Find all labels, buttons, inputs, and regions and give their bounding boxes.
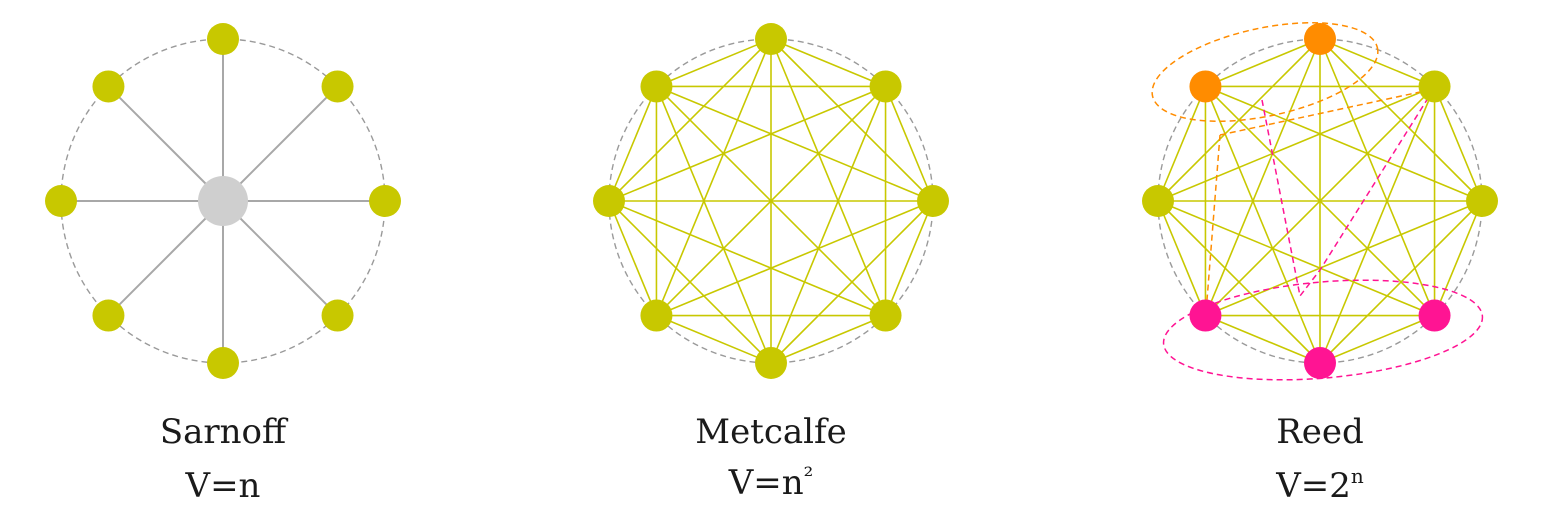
- network-node: [1142, 185, 1174, 217]
- pairwise-edge: [1157, 85, 1435, 202]
- pairwise-edge: [1204, 86, 1321, 364]
- metcalfe-network: [593, 23, 949, 379]
- sarnoff-caption: Sarnoff V=n: [73, 410, 373, 508]
- pairwise-edge: [1319, 38, 1435, 88]
- pairwise-edge: [656, 314, 772, 364]
- pairwise-edge: [770, 86, 887, 364]
- pairwise-edge: [1157, 200, 1207, 316]
- pairwise-edge: [1205, 38, 1321, 88]
- reed-caption: Reed V=2n: [1170, 410, 1470, 508]
- pairwise-edge: [1433, 200, 1483, 316]
- pairwise-edge: [1157, 86, 1207, 202]
- pairwise-edge: [1204, 38, 1321, 316]
- network-node: [92, 70, 125, 103]
- network-node: [869, 299, 902, 332]
- metcalfe-formula-base: V=n: [728, 463, 804, 503]
- sarnoff-title: Sarnoff: [159, 412, 287, 452]
- network-node: [207, 23, 239, 55]
- reed-formula-base: V=2: [1276, 466, 1351, 506]
- pairwise-edge: [608, 85, 886, 202]
- sarnoff-network: [45, 23, 401, 379]
- pairwise-edge: [655, 38, 772, 316]
- pairwise-edge: [1204, 85, 1436, 317]
- network-node: [869, 70, 902, 103]
- spoke-edge: [107, 85, 224, 202]
- network-node: [640, 70, 673, 103]
- sarnoff-formula: V=n: [73, 454, 373, 508]
- pairwise-edge: [770, 38, 887, 316]
- metcalfe-formula: V=n²: [621, 454, 921, 505]
- pairwise-edge: [1157, 200, 1321, 364]
- pairwise-edge: [656, 200, 934, 317]
- pairwise-edge: [656, 38, 772, 88]
- orange-group-link: [1206, 91, 1421, 301]
- pink-group-node: [1304, 347, 1336, 379]
- pink-group-outline: [1162, 279, 1484, 381]
- pairwise-edge: [608, 86, 658, 202]
- pairwise-edge: [884, 86, 934, 202]
- reed-formula: V=2n: [1170, 454, 1470, 508]
- network-node: [593, 185, 625, 217]
- pairwise-edge: [608, 200, 886, 317]
- network-node: [321, 70, 354, 103]
- network-node: [92, 299, 125, 332]
- network-node: [321, 299, 354, 332]
- reed-formula-exp: n: [1350, 464, 1364, 488]
- network-node: [917, 185, 949, 217]
- reed-network: [1142, 22, 1498, 381]
- orange-group-node: [1189, 70, 1222, 103]
- broadcast-hub: [198, 176, 248, 226]
- pairwise-edge: [655, 85, 887, 317]
- orange-group-outline: [1151, 22, 1379, 122]
- pairwise-edge: [655, 86, 772, 364]
- pairwise-edge: [884, 200, 934, 316]
- pairwise-edge: [770, 314, 886, 364]
- sarnoff-formula-base: V=n: [185, 466, 261, 506]
- pairwise-edge: [608, 200, 658, 316]
- pink-group-node: [1418, 299, 1451, 332]
- network-node: [207, 347, 239, 379]
- network-node: [640, 299, 673, 332]
- spoke-edge: [107, 200, 224, 317]
- metcalfe-caption: Metcalfe V=n²: [621, 410, 921, 505]
- pairwise-edge: [1433, 86, 1483, 202]
- metcalfe-formula-exp: ²: [803, 462, 814, 490]
- network-node: [755, 23, 787, 55]
- network-node: [369, 185, 401, 217]
- metcalfe-title: Metcalfe: [695, 412, 847, 452]
- pairwise-edge: [1205, 314, 1321, 364]
- pairwise-edge: [770, 38, 886, 88]
- pairwise-edge: [1157, 200, 1435, 317]
- network-node: [755, 347, 787, 379]
- spoke-edge: [222, 200, 339, 317]
- pairwise-edge: [1205, 200, 1483, 317]
- network-node: [45, 185, 77, 217]
- network-node: [1418, 70, 1451, 103]
- spoke-edge: [222, 85, 339, 202]
- orange-group-node: [1304, 23, 1336, 55]
- pairwise-edge: [1205, 85, 1483, 202]
- reed-title: Reed: [1276, 412, 1364, 452]
- pink-group-node: [1189, 299, 1222, 332]
- pairwise-edge: [656, 85, 934, 202]
- pink-group-link: [1261, 94, 1431, 298]
- pairwise-edge: [1319, 314, 1435, 364]
- pairwise-edge: [608, 200, 772, 364]
- pairwise-edge: [1319, 38, 1436, 316]
- network-node: [1466, 185, 1498, 217]
- pairwise-edge: [1319, 86, 1436, 364]
